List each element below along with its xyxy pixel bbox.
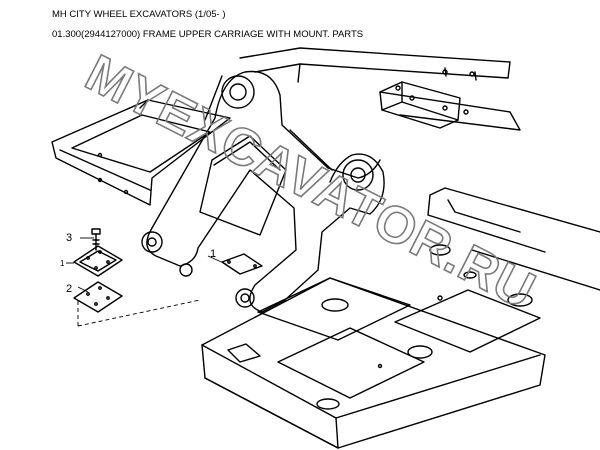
rear-platform	[427, 187, 600, 307]
mount-plate-center	[221, 253, 263, 275]
catalog-title: MH CITY WHEEL EXCAVATORS (1/05- )	[52, 9, 226, 20]
part-title: 01.300(2944127000) FRAME UPPER CARRIAGE …	[52, 29, 364, 40]
callout-2: 2	[66, 283, 72, 295]
counterweight-box	[201, 277, 546, 449]
boom-rail	[239, 47, 521, 131]
callout-1: 1	[210, 248, 216, 260]
left-frame-channel	[51, 99, 231, 206]
mount-bracket	[379, 81, 461, 129]
watermark-text: MYEXCAVATOR.RU	[77, 44, 545, 321]
leader-lines	[66, 237, 227, 327]
screw-part-3[interactable]	[91, 228, 101, 251]
plate-part-2[interactable]	[73, 281, 123, 313]
boom-mount-bracket	[141, 70, 385, 313]
gasket-part-1[interactable]	[73, 245, 123, 277]
drawing-header: MH CITY WHEEL EXCAVATORS (1/05- ) 01.300…	[52, 5, 363, 45]
callout-3: 3	[66, 232, 72, 244]
callout-1-small: 1	[60, 259, 65, 268]
